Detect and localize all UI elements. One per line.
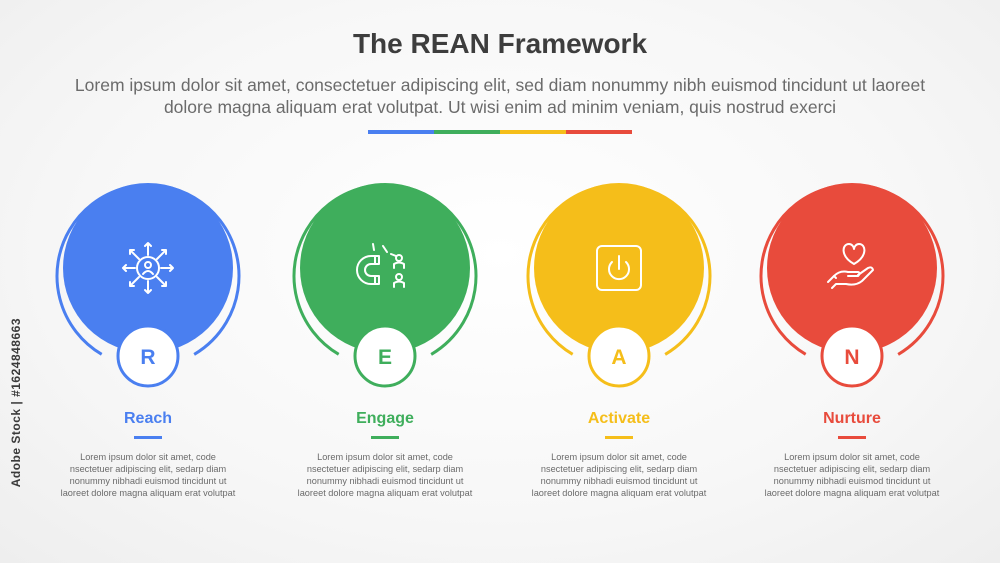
stage-underline (371, 436, 399, 439)
stage-label: Engage (356, 410, 414, 427)
side-credit: Adobe Stock | #1624848663 (9, 318, 23, 488)
page-title: The REAN Framework (352, 28, 648, 59)
accent-segment (368, 130, 434, 134)
network-person-icon (122, 242, 174, 294)
stage-letter: N (844, 346, 859, 369)
accent-segment (434, 130, 500, 134)
heart-hand-icon (827, 243, 874, 289)
stage-graphic: R (55, 183, 241, 388)
stage-description: Lorem ipsum dolor sit amet, code nsectet… (60, 452, 236, 498)
stage-activate: A Activate Lorem ipsum dolor sit amet, c… (519, 176, 719, 516)
power-button-icon (596, 245, 642, 291)
stage-graphic: A (526, 183, 712, 388)
stage-label: Reach (123, 410, 173, 427)
stage-underline (134, 436, 162, 439)
stage-graphic: E (292, 183, 478, 388)
letter-badge (353, 324, 417, 388)
title-accent-bar (368, 130, 632, 134)
stage-letter: R (140, 346, 155, 369)
stage-nurture: N Nurture Lorem ipsum dolor sit amet, co… (752, 176, 952, 516)
stage-engage: E Engage Lorem ipsum dolor sit amet, cod… (285, 176, 485, 516)
page-subtitle: Lorem ipsum dolor sit amet, consectetuer… (74, 75, 926, 117)
stage-description: Lorem ipsum dolor sit amet, code nsectet… (297, 452, 473, 498)
stage-description: Lorem ipsum dolor sit amet, code nsectet… (764, 452, 940, 498)
magnet-people-icon (356, 243, 405, 288)
stage-letter: A (611, 346, 626, 369)
stage-reach: R Reach Lorem ipsum dolor sit amet, code… (48, 176, 248, 516)
accent-segment (500, 130, 566, 134)
stage-underline (605, 436, 633, 439)
stage-graphic: N (759, 183, 945, 388)
stage-description: Lorem ipsum dolor sit amet, code nsectet… (531, 452, 707, 498)
accent-segment (566, 130, 632, 134)
stage-underline (838, 436, 866, 439)
stage-label: Nurture (823, 410, 881, 427)
stage-letter: E (378, 346, 392, 369)
letter-badge (587, 324, 651, 388)
stage-label: Activate (587, 410, 651, 427)
letter-badge (116, 324, 180, 388)
letter-badge (820, 324, 884, 388)
